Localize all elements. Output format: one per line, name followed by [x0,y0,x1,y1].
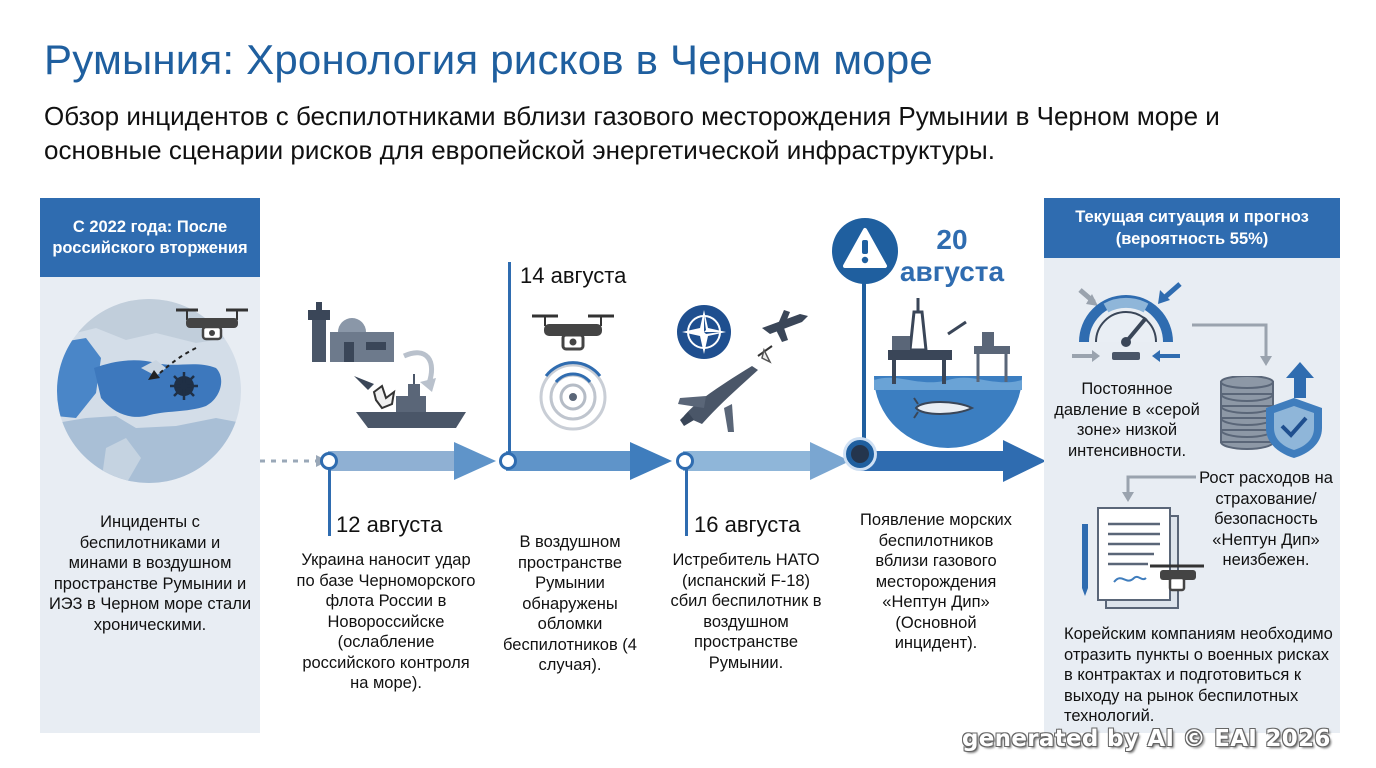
forecast-item-pressure: Постоянное давление в «серой зоне» низко… [1054,380,1200,460]
coins-icon [1220,376,1274,450]
naval-base-icon [308,302,394,362]
event-date: 12 августа [336,512,443,537]
drone-icon [762,310,808,342]
page-title: Румыния: Хронология рисков в Черном море [44,36,933,83]
timeline-stem [685,468,688,536]
timeline-node [499,452,517,470]
timeline-stem [862,282,866,442]
radar-icon [539,361,607,431]
timeline-arrow [260,440,1046,482]
forecast-item-contracts: Корейским компаниям необходимо отразить … [1064,625,1333,725]
right-panel: Текущая ситуация и прогноз (вероятность … [1044,198,1340,733]
warship-icon [354,350,466,428]
event-text: Украина наносит удар по базе Черноморско… [296,551,476,692]
left-panel-header: С 2022 года: После российского вторжения [40,198,260,277]
right-panel-header: Текущая ситуация и прогноз (вероятность … [1044,198,1340,258]
left-panel-text: Инциденты с беспилотниками и минами в во… [48,513,252,634]
event-date: 16 августа [694,512,801,537]
page-subtitle: Обзор инцидентов с беспилотниками вблизи… [44,101,1220,165]
event-date: 14 августа [520,263,627,288]
timeline-stem [508,262,511,454]
event-text: В воздушном пространстве Румынии обнаруж… [503,533,637,674]
gauge-icon [1072,282,1182,362]
forecast-item-insurance: Рост расходов на страхование/ безопаснос… [1199,469,1333,569]
left-panel: С 2022 года: После российского вторжения… [40,198,260,733]
contract-icon [1082,507,1204,609]
connector-arrow [1122,475,1196,502]
watermark: generated by AI © EAI 2026 [962,726,1331,752]
drone-icon [532,314,614,351]
connector-arrow [1192,323,1272,366]
shield-icon [1266,362,1322,458]
timeline-stem [328,468,331,536]
event-text: Появление морских беспилотников вблизи г… [860,511,1012,652]
mine-icon [170,372,198,400]
gas-platform-icon [874,298,1022,448]
drone-icon [176,308,248,341]
sea-drone-icon [913,397,975,419]
event-text: Истребитель НАТО (испанский F-18) сбил б… [670,551,822,672]
warning-icon [832,218,898,284]
event-date: 20 августа [899,224,1005,287]
nato-icon [677,305,731,359]
fighter-jet-icon [678,345,773,432]
timeline-node [846,440,874,468]
